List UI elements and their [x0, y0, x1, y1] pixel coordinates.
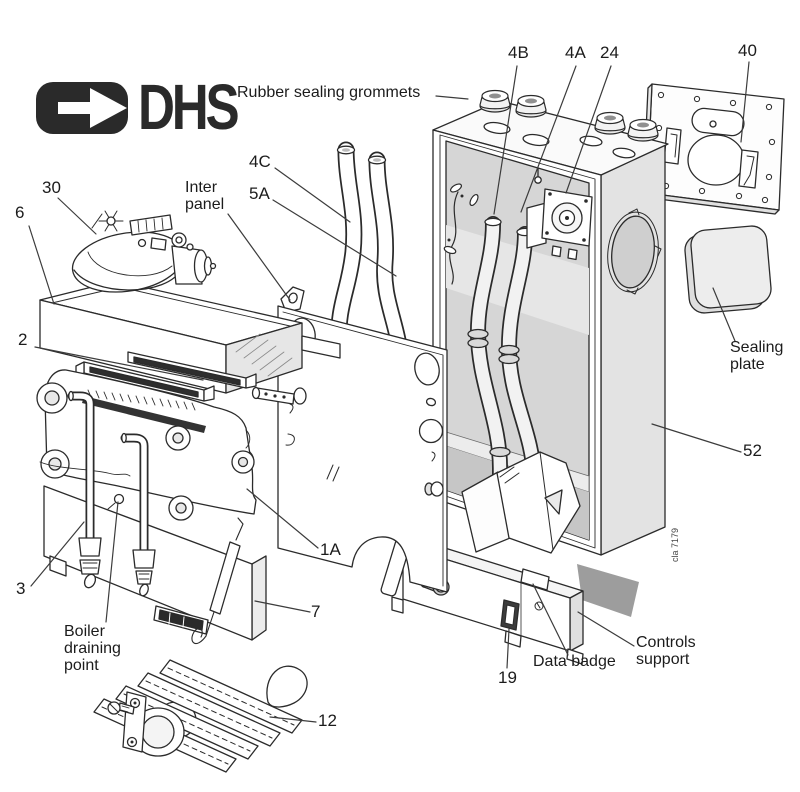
label-part-6: 6 [15, 203, 25, 222]
label-part-30: 30 [42, 178, 61, 197]
cabinet-shadow [577, 564, 639, 617]
label-controls-support: Controls support [636, 634, 696, 669]
leader-lines [28, 61, 750, 723]
inter-panel-part [251, 286, 448, 593]
wiring-harness-part [443, 183, 479, 285]
label-part-4c: 4C [249, 152, 271, 171]
drawing-reference-code: cla 7179 [670, 527, 680, 563]
label-part-24: 24 [600, 43, 619, 62]
sealing-plate-part [684, 225, 772, 314]
label-part-4a: 4A [565, 43, 586, 62]
label-part-52: 52 [743, 441, 762, 460]
label-part-19: 19 [498, 668, 517, 687]
air-duct-part [461, 451, 581, 554]
label-part-12: 12 [318, 711, 337, 730]
mounting-plate-part [642, 83, 785, 215]
label-part-2: 2 [18, 330, 28, 349]
fan-assembly-part [71, 210, 217, 293]
dhs-logo-arrow-icon [36, 82, 128, 134]
vent-and-igniter-part [153, 517, 244, 645]
label-sealing-plate: Sealing plate [730, 339, 784, 374]
label-part-3: 3 [16, 579, 26, 598]
label-part-1a: 1A [320, 540, 341, 559]
label-part-4b: 4B [508, 43, 529, 62]
label-part-40: 40 [738, 41, 757, 60]
label-rubber-sealing-grommets: Rubber sealing grommets [237, 84, 421, 101]
gas-valve-part [526, 167, 593, 261]
label-part-7: 7 [311, 602, 321, 621]
label-data-badge: Data badge [533, 653, 616, 670]
drain-pipes-part [67, 390, 156, 597]
heat-exchanger-part [36, 369, 257, 521]
burner-part [93, 659, 308, 773]
label-inter-panel: Inter panel [185, 179, 225, 214]
dhs-logo-text: DHS [138, 71, 240, 143]
flow-return-pipes-part [467, 216, 545, 520]
label-part-5a: 5A [249, 184, 270, 203]
label-boiler-draining-point: Boiler draining point [64, 623, 121, 675]
